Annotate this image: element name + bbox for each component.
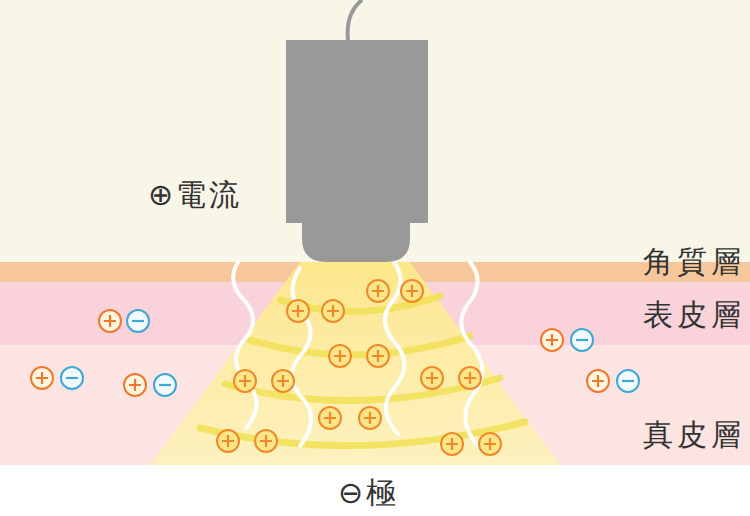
device-body [286,40,428,223]
layer-label-box: 真皮層 [590,410,745,458]
current-cone [150,262,560,465]
layer-name: 表皮層 [643,298,745,331]
layer-name: 真皮層 [643,418,745,451]
background [0,0,750,262]
device-tip [302,222,410,262]
electrode-label: ⊖極 [338,476,399,509]
cable [348,0,362,40]
heat-waves [233,262,482,446]
ion-pairs [31,310,639,396]
layer-name: 角質層 [643,245,745,278]
layer-label-box: 表皮層 [590,290,745,338]
current-label: ⊕電流 [148,178,242,211]
bottom-ground [0,465,750,516]
positive-charges [217,280,501,455]
layer-label-box: 角質層 [590,240,745,282]
